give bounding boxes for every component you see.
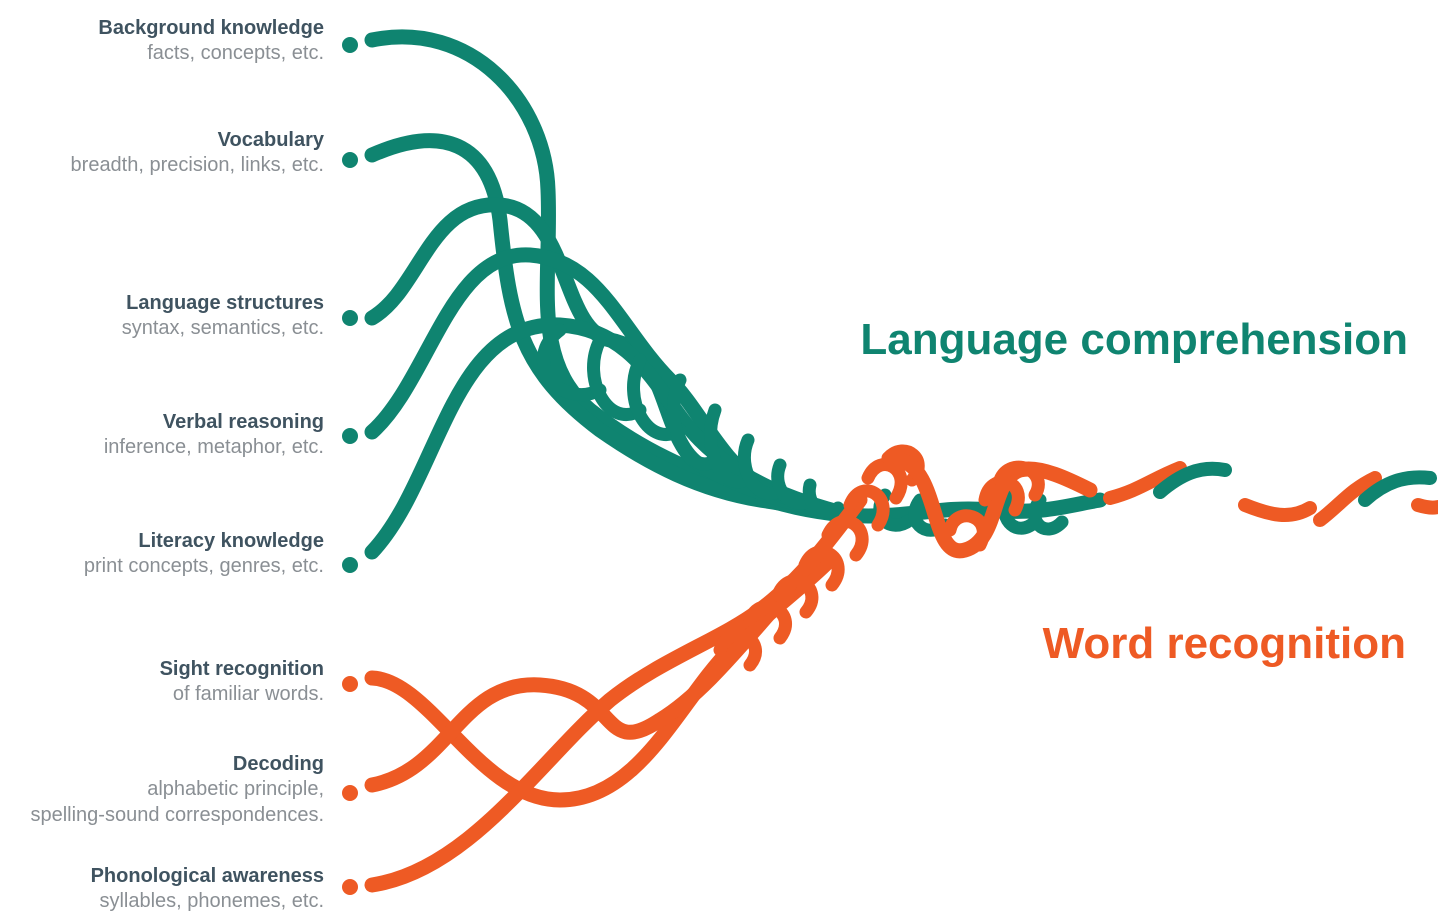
tail-orange-4 (1411, 498, 1438, 515)
label-subtitle: alphabetic principle, (147, 778, 324, 800)
label-title: Literacy knowledge (138, 530, 324, 552)
tail-orange-1 (1103, 461, 1187, 505)
tail-orange-3 (1313, 471, 1382, 527)
label-phonological-awareness: Phonological awareness syllables, phonem… (91, 864, 324, 914)
label-title: Phonological awareness (90, 865, 324, 887)
strand-phonological-awareness (364, 492, 868, 893)
label-subtitle: inference, metaphor, etc. (103, 436, 324, 458)
label-subtitle: of familiar words. (172, 683, 324, 705)
label-subtitle: syntax, semantics, etc. (121, 317, 324, 339)
label-title: Vocabulary (217, 129, 324, 151)
label-title: Decoding (232, 753, 324, 775)
label-sight-recognition: Sight recognition of familiar words. (160, 657, 324, 707)
strand-verbal-reasoning (364, 247, 868, 523)
label-title: Language structures (126, 292, 324, 314)
strand-sight-recognition (364, 552, 838, 808)
word-recognition-title: Word recognition (1042, 619, 1406, 668)
dot-sight-recognition (342, 676, 358, 692)
tail-teal-1 (1153, 461, 1232, 499)
label-language-structures: Language structures syntax, semantics, e… (122, 291, 324, 341)
tail-teal-2 (1358, 470, 1437, 507)
dot-verbal-reasoning (342, 428, 358, 444)
dot-literacy-knowledge (342, 557, 358, 573)
label-literacy-knowledge: Literacy knowledge print concepts, genre… (84, 529, 324, 579)
dot-language-structures (342, 310, 358, 326)
language-comprehension-title: Language comprehension (860, 315, 1408, 364)
label-subtitle: facts, concepts, etc. (147, 42, 324, 64)
label-subtitle: breadth, precision, links, etc. (70, 154, 324, 176)
label-subtitle: spelling-sound correspondences. (30, 804, 324, 826)
label-background-knowledge: Background knowledge facts, concepts, et… (98, 16, 324, 66)
strand-decoding (364, 572, 808, 793)
tail-orange-2 (1238, 498, 1317, 522)
label-title: Background knowledge (98, 17, 324, 39)
label-decoding: Decoding alphabetic principle, spelling-… (30, 752, 324, 828)
label-verbal-reasoning: Verbal reasoning inference, metaphor, et… (104, 410, 324, 460)
label-subtitle: print concepts, genres, etc. (83, 555, 324, 577)
dot-background-knowledge (342, 37, 358, 53)
label-title: Sight recognition (159, 658, 324, 680)
dot-decoding (342, 785, 358, 801)
label-vocabulary: Vocabulary breadth, precision, links, et… (71, 128, 324, 178)
dot-vocabulary (342, 152, 358, 168)
label-title: Verbal reasoning (162, 411, 324, 433)
label-subtitle: syllables, phonemes, etc. (99, 890, 324, 912)
dot-phonological-awareness (342, 879, 358, 895)
